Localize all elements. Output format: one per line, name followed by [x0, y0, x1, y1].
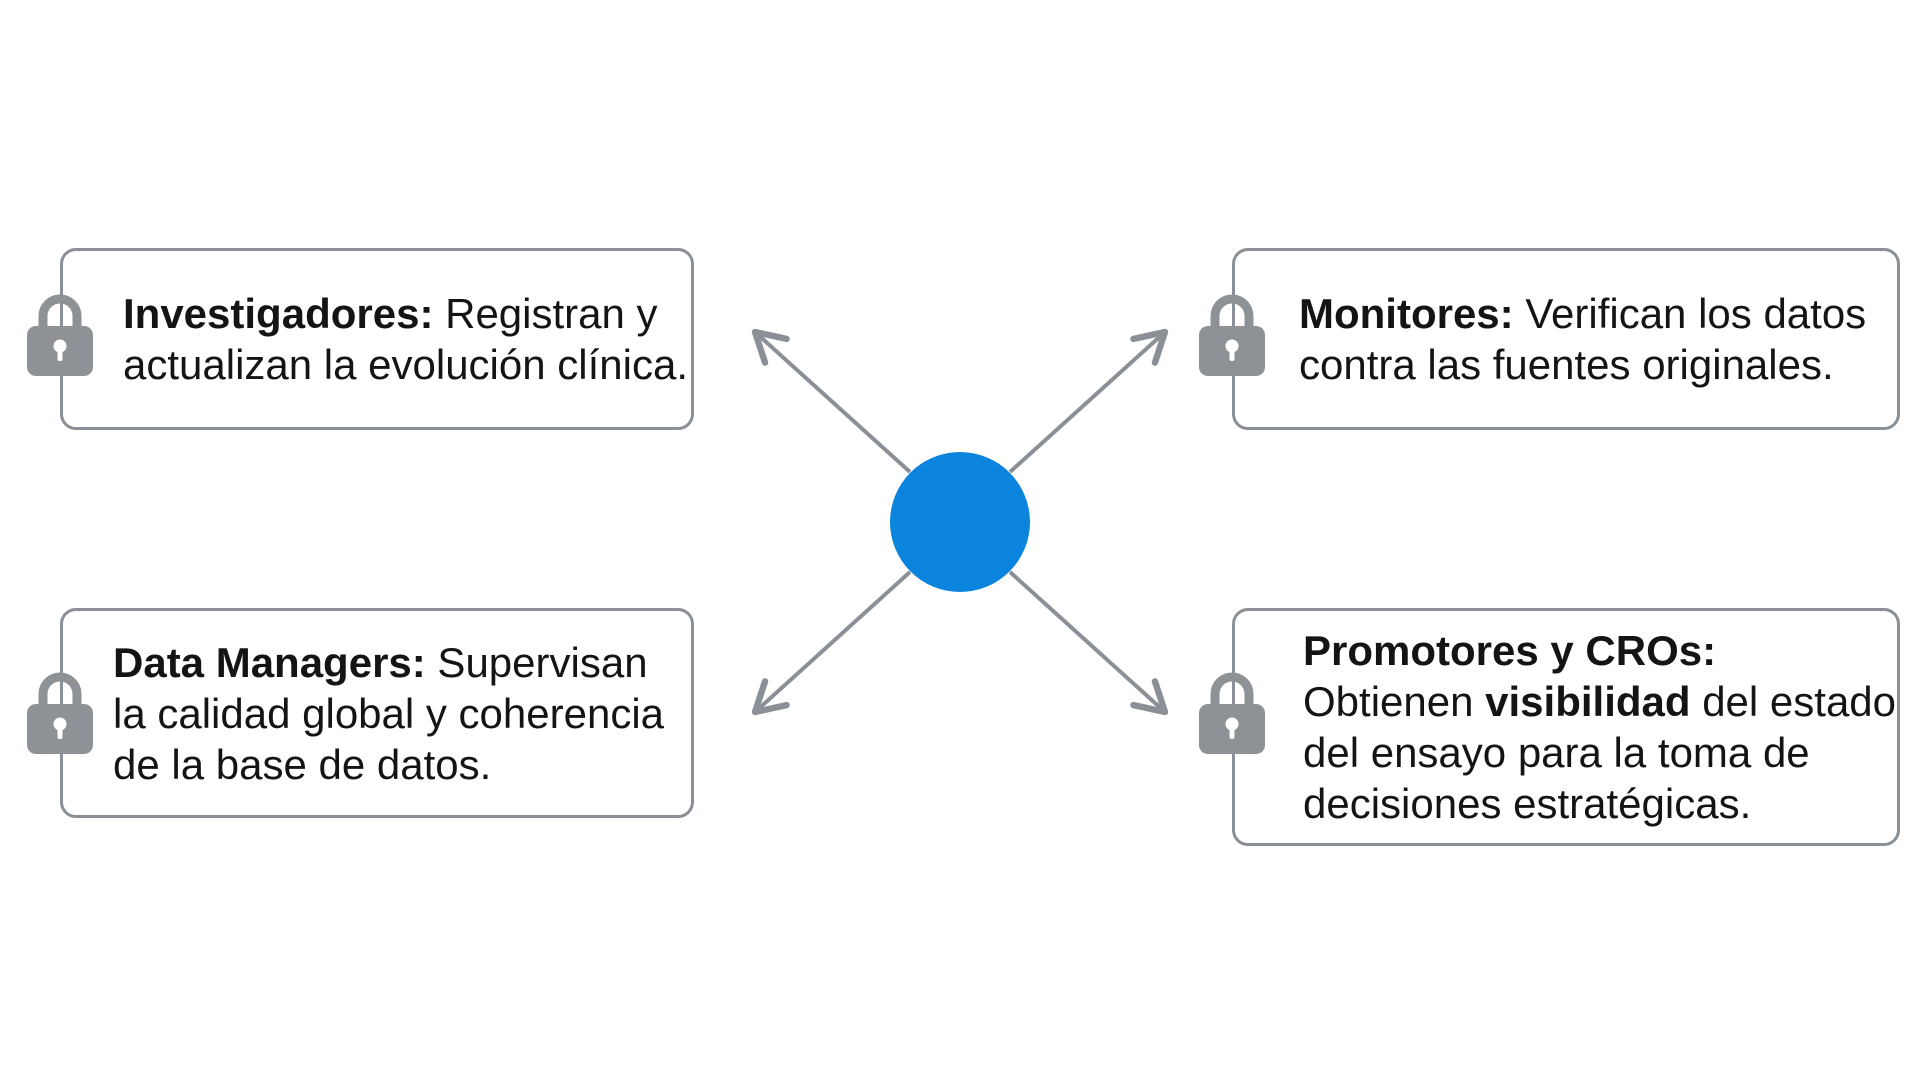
central-hub-node [890, 452, 1030, 592]
role-description: Registran y actualizan la evolución clín… [123, 290, 688, 388]
lock-icon [27, 672, 93, 754]
lock-icon [27, 294, 93, 376]
role-description-pre: Obtienen [1303, 678, 1486, 725]
role-label: Data Managers: [113, 638, 426, 686]
role-description: Supervisan la calidad global y coherenci… [113, 638, 665, 788]
role-card-text: Monitores: Verifican los datos contra la… [1299, 288, 1897, 390]
lock-icon [1199, 294, 1265, 376]
arrow-to-promotores [1008, 570, 1169, 716]
role-label: Monitores: [1299, 290, 1514, 337]
lock-icon [1199, 672, 1265, 754]
arrow-to-data-managers [751, 570, 912, 716]
role-card-monitores: Monitores: Verifican los datos contra la… [1232, 248, 1900, 430]
role-card-promotores: Promotores y CROs: Obtienen visibilidad … [1232, 608, 1900, 846]
role-emphasis: visibilidad [1485, 678, 1691, 725]
role-label: Promotores y CROs: [1303, 627, 1717, 674]
role-card-text: Data Managers: Supervisan la calidad glo… [113, 637, 691, 790]
arrow-to-monitores [1008, 328, 1169, 474]
role-card-text: Promotores y CROs: Obtienen visibilidad … [1303, 625, 1897, 829]
role-card-data-managers: Data Managers: Supervisan la calidad glo… [60, 608, 694, 818]
arrow-to-investigadores [751, 328, 912, 474]
role-card-investigadores: Investigadores: Registran y actualizan l… [60, 248, 694, 430]
role-description-post: del estado del ensayo para la toma de de… [1303, 678, 1897, 827]
role-label: Investigadores: [123, 290, 434, 337]
role-description: Verifican los datos contra las fuentes o… [1299, 290, 1867, 388]
role-card-text: Investigadores: Registran y actualizan l… [123, 288, 691, 390]
